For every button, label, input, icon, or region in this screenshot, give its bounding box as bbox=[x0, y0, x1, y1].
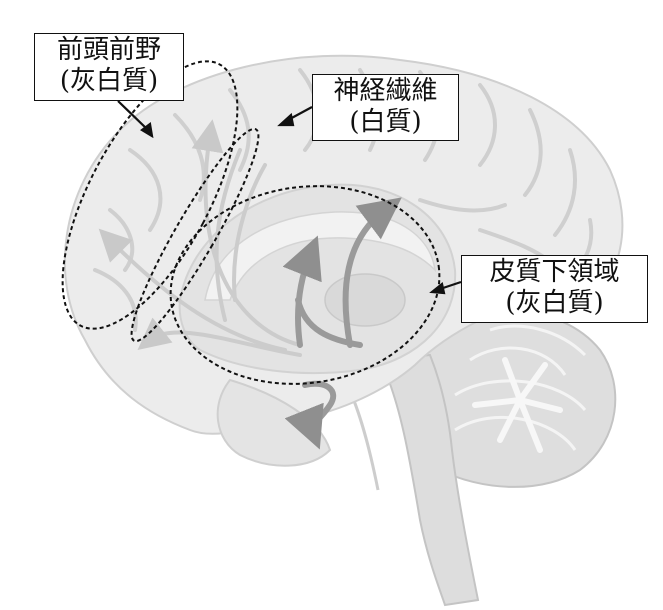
subcortical-outline bbox=[169, 185, 441, 385]
subcortical-arrows bbox=[282, 197, 402, 450]
pathway-arrows bbox=[98, 119, 302, 357]
label-subcortical-line2: (灰白質) bbox=[505, 287, 604, 318]
label-subcortical-region: 皮質下領域 (灰白質) bbox=[461, 255, 648, 323]
prefrontal-outline bbox=[61, 60, 239, 330]
label-prefrontal-line1: 前頭前野 bbox=[56, 35, 161, 65]
cerebellum bbox=[411, 308, 617, 488]
label-nerve-fibers-line2: (白質) bbox=[349, 106, 422, 137]
label-prefrontal-cortex: 前頭前野 (灰白質) bbox=[34, 33, 184, 101]
nerve-fiber-outline bbox=[130, 127, 260, 343]
label-nerve-fibers-line1: 神経繊維 bbox=[333, 76, 438, 106]
leader-lines bbox=[117, 100, 462, 295]
label-nerve-fibers: 神経繊維 (白質) bbox=[312, 74, 459, 141]
label-prefrontal-line2: (灰白質) bbox=[59, 65, 159, 96]
label-subcortical-line1: 皮質下領域 bbox=[489, 257, 620, 287]
region-outlines bbox=[61, 60, 441, 385]
